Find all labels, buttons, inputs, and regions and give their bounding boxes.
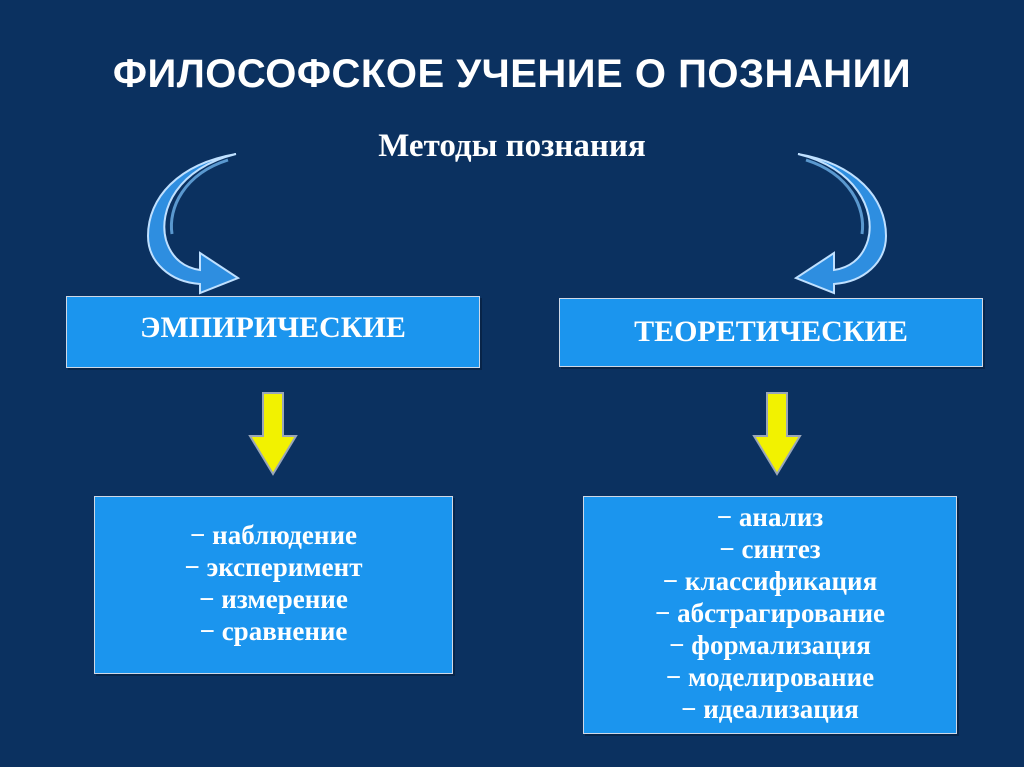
list-item: − абстрагирование [654, 598, 886, 628]
list-item: − классификация [662, 566, 878, 596]
down-arrow-left-icon [248, 392, 298, 476]
list-item: − синтез [719, 534, 821, 564]
slide-subtitle: Методы познания [378, 128, 646, 164]
list-item: − идеализация [681, 694, 859, 724]
list-item: − эксперимент [184, 552, 363, 582]
list-item: − измерение [199, 584, 348, 614]
list-item: − моделирование [665, 662, 875, 692]
list-item: − сравнение [199, 616, 348, 646]
slide-title: ФИЛОСОФСКОЕ УЧЕНИЕ О ПОЗНАНИИ [112, 52, 912, 96]
curved-arrow-right-icon [793, 153, 888, 295]
theoretical-methods-box: ТЕОРЕТИЧЕСКИЕ [559, 298, 983, 367]
theoretical-label: ТЕОРЕТИЧЕСКИЕ [634, 315, 908, 348]
empirical-methods-list: − наблюдение − эксперимент − измерение −… [94, 496, 453, 674]
curved-arrow-left-icon [146, 153, 241, 295]
empirical-label: ЭМПИРИЧЕСКИЕ [140, 311, 406, 344]
empirical-methods-box: ЭМПИРИЧЕСКИЕ [66, 296, 480, 368]
theoretical-methods-list: − анализ − синтез − классификация − абст… [583, 496, 957, 734]
list-item: − формализация [669, 630, 871, 660]
list-item: − анализ [716, 502, 824, 532]
list-item: − наблюдение [190, 520, 357, 550]
down-arrow-right-icon [752, 392, 802, 476]
